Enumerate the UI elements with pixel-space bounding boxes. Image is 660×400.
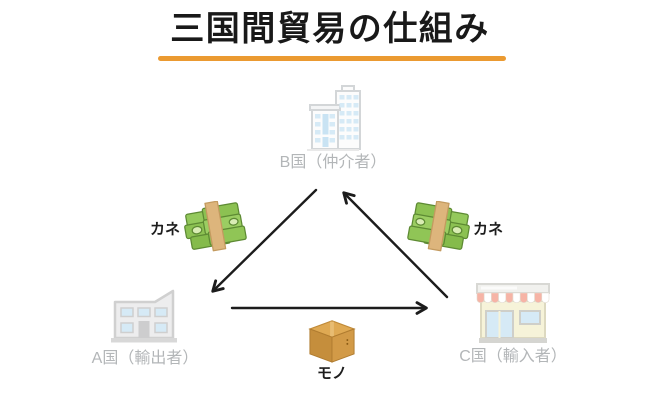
node-c-label: C国（輸入者） [459,348,567,365]
money-bundle-left-icon [184,201,247,252]
node-c-importer: C国（輸入者） [448,283,578,365]
flow-label-goods: モノ [316,365,347,382]
money-bundle-right-icon [407,201,470,252]
storefront-icon [476,283,550,343]
flow-label-money-left: カネ [150,221,181,238]
title-underline [158,56,506,61]
office-buildings-icon [307,85,361,151]
company-building-icon [111,289,177,343]
package-box-icon [308,320,356,363]
node-a-label: A国（輸出者） [91,350,199,367]
flow-label-money-right: カネ [473,221,504,238]
node-a-exporter: A国（輸出者） [80,285,210,367]
node-b-intermediary: B国（仲介者） [265,85,401,171]
node-b-label: B国（仲介者） [279,154,387,171]
page-title: 三国間貿易の仕組み [170,10,490,48]
